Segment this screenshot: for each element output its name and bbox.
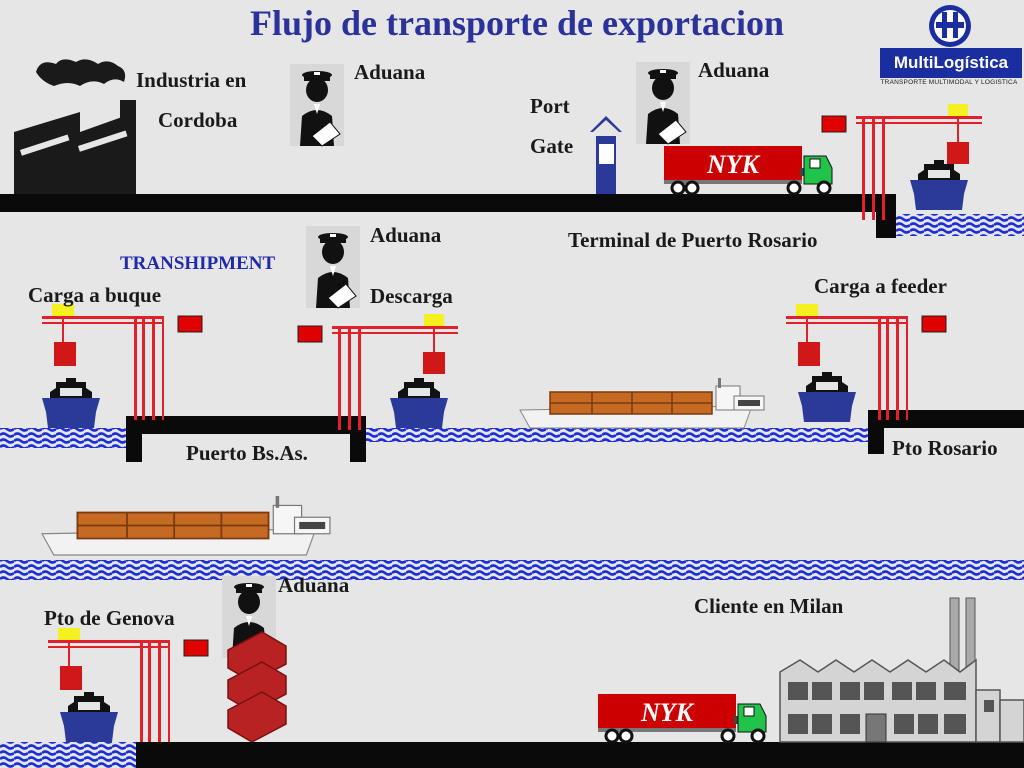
label-cordoba: Cordoba <box>158 108 238 132</box>
label-pto-rosario: Pto Rosario <box>892 436 998 460</box>
multilogistica-logo: MultiLogística TRANSPORTE MULTIMODAL Y L… <box>876 4 1022 88</box>
label-aduana: Aduana <box>354 60 426 84</box>
logo-tagline: TRANSPORTE MULTIMODAL Y LOGISTICA <box>880 79 1018 86</box>
ship-icon <box>42 378 100 428</box>
customs-officer-icon <box>635 61 691 145</box>
label-industria: Industria en <box>136 68 247 92</box>
truck-brand-label: NYK <box>641 698 693 727</box>
label-cliente-milan: Cliente en Milan <box>694 594 844 618</box>
port-gate-icon <box>590 116 622 194</box>
label-aduana: Aduana <box>698 58 770 82</box>
label-transhipment: TRANSHIPMENT <box>120 253 276 274</box>
customs-officer-icon <box>305 225 361 309</box>
label-port: Port <box>530 94 570 118</box>
ship-icon <box>390 378 448 428</box>
label-aduana: Aduana <box>370 223 442 247</box>
logo-wordmark: MultiLogística <box>880 48 1022 78</box>
ship-icon <box>798 372 856 422</box>
ship-icon <box>60 692 118 742</box>
label-carga-feeder: Carga a feeder <box>814 274 947 298</box>
label-puerto-bsas: Puerto Bs.As. <box>186 441 308 465</box>
warehouse-icon <box>779 597 1024 743</box>
ship-icon <box>910 160 968 210</box>
quay-puerto-bsas <box>126 416 366 434</box>
label-carga-buque: Carga a buque <box>28 283 162 307</box>
label-terminal-rosario: Terminal de Puerto Rosario <box>568 228 818 252</box>
truck-brand-label: NYK <box>707 150 759 179</box>
logo-emblem-icon <box>929 5 971 47</box>
label-gate: Gate <box>530 134 574 158</box>
container-stack-icon <box>227 631 287 743</box>
quay-pto-rosario <box>868 410 1024 428</box>
container-ship-icon <box>519 377 765 429</box>
label-aduana: Aduana <box>278 573 350 597</box>
label-pto-genova: Pto de Genova <box>44 606 175 630</box>
label-descarga: Descarga <box>370 284 453 308</box>
customs-officer-icon <box>289 63 345 147</box>
factory-icon <box>14 59 136 194</box>
quay-terminal-rosario <box>0 194 896 212</box>
quay-genova <box>136 742 1024 768</box>
page-title: Flujo de transporte de exportacion <box>250 3 784 43</box>
container-ship-icon <box>41 495 331 556</box>
